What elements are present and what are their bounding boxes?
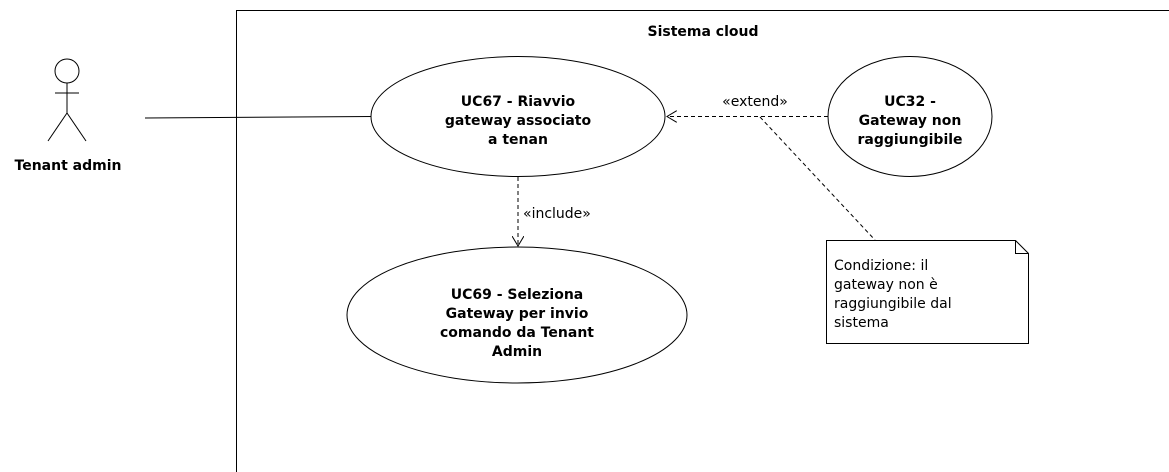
- actor-name: Tenant admin: [15, 158, 122, 174]
- system-boundary: [236, 10, 1169, 472]
- condition-note[interactable]: Condizione: il gateway non è raggiungibi…: [826, 240, 1029, 344]
- uc32-line-2: Gateway non: [859, 113, 962, 129]
- note-line-4: sistema: [834, 315, 889, 331]
- use-case-uc69[interactable]: UC69 - Seleziona Gateway per invio coman…: [346, 246, 688, 384]
- note-line-2: gateway non è: [834, 277, 938, 293]
- actor-tenant-admin[interactable]: Tenant admin: [15, 58, 122, 174]
- note-shape: [826, 240, 1029, 344]
- uc67-line-1: UC67 - Riavvio: [461, 94, 576, 110]
- uc69-line-4: Admin: [492, 344, 542, 360]
- use-case-uc67[interactable]: UC67 - Riavvio gateway associato a tenan: [370, 56, 666, 177]
- uc67-ellipse: [370, 56, 666, 177]
- include-label: «include»: [523, 206, 591, 222]
- system-title: Sistema cloud: [647, 24, 758, 40]
- extend-label: «extend»: [722, 94, 788, 110]
- note-line-3: raggiungibile dal: [834, 296, 952, 312]
- note-line-1: Condizione: il: [834, 258, 928, 274]
- uc32-line-3: raggiungibile: [857, 132, 962, 148]
- note-anchor-line: [759, 116, 876, 241]
- uc69-line-1: UC69 - Seleziona: [451, 287, 584, 303]
- uc67-line-2: gateway associato: [445, 113, 592, 129]
- uc69-line-2: Gateway per invio: [446, 306, 589, 322]
- actor-left-leg: [47, 112, 68, 142]
- actor-right-leg: [66, 112, 87, 142]
- uc67-line-3: a tenan: [488, 132, 548, 148]
- uc69-ellipse: [346, 246, 688, 384]
- use-case-uc32[interactable]: UC32 - Gateway non raggiungibile: [827, 56, 993, 177]
- actor-head: [54, 58, 80, 84]
- note-fold: [1015, 240, 1029, 254]
- uc32-line-1: UC32 -: [884, 94, 936, 110]
- uc69-line-3: comando da Tenant: [440, 325, 594, 341]
- association-line: [144, 116, 374, 119]
